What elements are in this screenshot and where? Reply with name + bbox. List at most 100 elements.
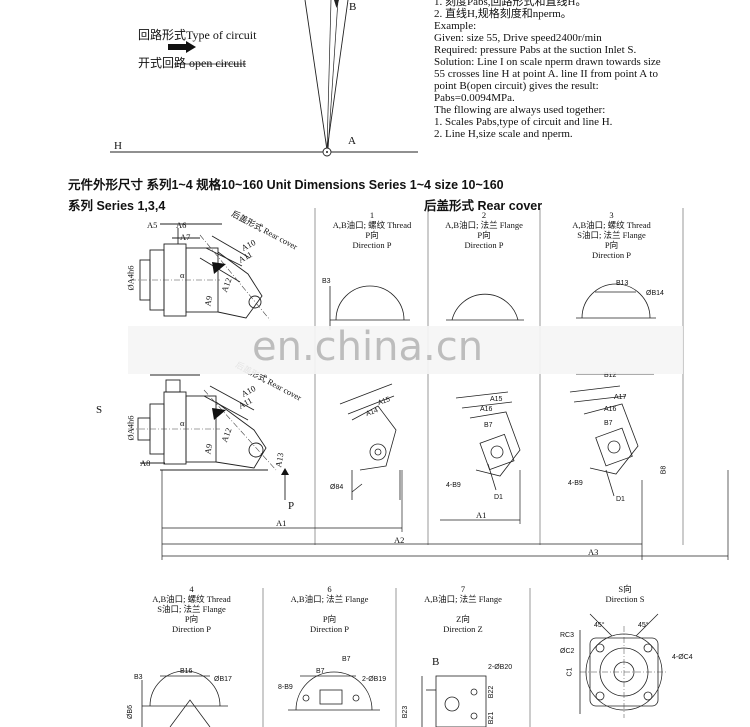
dim-label: A17 [614, 394, 627, 401]
panel-direction-en: Direction S [605, 594, 645, 604]
type-of-circuit-label: 回路形式Type of circuit [138, 28, 257, 42]
point-b-label: B [349, 1, 357, 13]
line-h-label: H [114, 140, 122, 152]
panel-direction: Z向 [456, 614, 470, 624]
dim-a4h6: ØA4h6 [125, 265, 136, 291]
series-label: 系列 Series 1,3,4 [68, 199, 166, 213]
dim-label: B3 [134, 674, 143, 681]
note-line: point B(open circuit) gives the result: [434, 80, 599, 92]
dim-a5: A5 [147, 220, 158, 230]
dim-a1: A1 [276, 518, 287, 528]
notes-block: 1. 刻度Pabs,回路形式和直线H。 2. 直线H,规格刻度和nperm。 E… [434, 0, 744, 140]
dim-label: B16 [180, 668, 193, 675]
dim-label: B7 [342, 656, 351, 663]
panel-direction-en: Direction P [352, 240, 392, 250]
watermark-band [128, 326, 683, 374]
panel-direction: S向 [618, 584, 632, 594]
angle-alpha: α [180, 418, 185, 428]
angle-alpha: α [180, 270, 185, 280]
panel-port-line: A,B油口; 法兰 Flange [424, 594, 502, 604]
note-line: 2. Line H,size scale and nperm. [434, 128, 573, 140]
panel-6-header: 6 A,B油口; 法兰 Flange P向 Direction P [263, 584, 396, 634]
dim-label: B21 [488, 711, 496, 725]
panel-port-line: A,B油口; 法兰 Flange [290, 594, 369, 604]
dim-label: B22 [488, 685, 496, 699]
note-line: 1. 刻度Pabs,回路形式和直线H。 [434, 0, 587, 8]
note-line: Given: size 55, Drive speed2400r/min [434, 32, 602, 44]
dim-label: B7 [316, 668, 325, 675]
panel-2-header: 2 A,B油口; 法兰 Flange P向 Direction P [428, 210, 540, 250]
dim-label: ØB14 [646, 290, 664, 297]
panel-direction-en: Direction P [592, 250, 631, 260]
dim-a3: A3 [588, 547, 599, 557]
panel-direction-en: Direction P [310, 624, 349, 634]
dim-a1-rear: A1 [476, 510, 487, 520]
dim-label: 4-B9 [568, 480, 583, 487]
rear-cover-heading: 后盖形式 Rear cover [424, 199, 543, 213]
dim-label: 2-ØB19 [362, 676, 387, 683]
dim-label: B13 [616, 280, 629, 287]
panel-port-line: A,B油口; 螺纹 Thread [572, 220, 651, 230]
panel-7-header: 7 A,B油口; 法兰 Flange Z向 Direction Z [396, 584, 530, 634]
dim-label: B7 [604, 420, 613, 427]
dim-label: D1 [616, 496, 625, 503]
dim-label: 2-ØB20 [488, 664, 513, 671]
panel-number: 7 [460, 584, 466, 594]
dim-label: 45° [638, 622, 649, 629]
panel-number: 1 [369, 210, 375, 220]
note-line: 2. 直线H,规格刻度和nperm。 [434, 8, 572, 20]
note-line: Solution: Line I on scale nperm drawn to… [434, 56, 661, 68]
panel-port-line: A,B油口; 螺纹 Thread [152, 594, 231, 604]
dim-a2: A2 [394, 535, 405, 545]
dim-a4h6: ØA4h6 [125, 415, 136, 441]
panel-direction-en: Direction P [464, 240, 504, 250]
panel-number: 6 [327, 584, 332, 594]
dim-label: 8-B9 [278, 684, 293, 691]
direction-p-label: P [288, 500, 295, 512]
open-circuit-label: 开式回路 open circuit [138, 56, 246, 70]
panel-number: 2 [481, 210, 487, 220]
panel-s-header: S向 Direction S [560, 584, 690, 604]
port-s-label: S [96, 404, 103, 416]
panel-port-line2 [396, 604, 530, 614]
panel-direction: P向 [604, 240, 619, 250]
dim-label: B12 [604, 372, 617, 379]
dim-a8: A8 [140, 458, 151, 468]
note-line: 55 crosses line H at point A. line II fr… [434, 68, 658, 80]
panel-1-header: 1 A,B油口; 螺纹 Thread P向 Direction P [316, 210, 428, 250]
dim-label: RC3 [560, 632, 575, 639]
section-title: 元件外形尺寸 系列1~4 规格10~160 Unit Dimensions Se… [68, 178, 504, 192]
dim-label: 45° [594, 622, 605, 629]
panel-port-line: A,B油口; 法兰 Flange [445, 220, 523, 230]
panel-port-line: A,B油口; 螺纹 Thread [332, 220, 412, 230]
panel-number: 3 [609, 210, 614, 220]
panel-4-header: 4 A,B油口; 螺纹 Thread S油口; 法兰 Flange P向 Dir… [120, 584, 263, 634]
panel-direction-en: Direction P [172, 624, 211, 634]
panel-direction-en: Direction Z [443, 624, 483, 634]
dim-label: Ø84 [330, 484, 344, 491]
note-line: 1. Scales Pabs,type of circuit and line … [434, 116, 613, 128]
panel-direction: P向 [365, 230, 379, 240]
dim-label: A15 [490, 396, 503, 403]
dim-a9: A9 [202, 443, 215, 455]
dim-label: B [432, 656, 440, 668]
dim-label: ØB6 [127, 704, 135, 720]
dim-a7: A7 [180, 232, 191, 242]
panel-port-line2: S油口; 法兰 Flange [577, 230, 646, 240]
dim-label: B3 [322, 278, 331, 285]
dim-label: D1 [494, 494, 503, 501]
panel-3-header: 3 A,B油口; 螺纹 Thread S油口; 法兰 Flange P向 Dir… [540, 210, 683, 260]
note-line: Pabs=0.0094MPa. [434, 92, 515, 104]
dim-a9: A9 [202, 295, 215, 307]
note-line: The fllowing are always used together: [434, 104, 606, 116]
dim-label: A16 [480, 406, 493, 413]
point-a-label: A [348, 135, 356, 147]
panel-number: 4 [189, 584, 194, 594]
dim-label: B7 [484, 422, 493, 429]
dim-label: 4-B9 [446, 482, 461, 489]
note-line: Example: [434, 20, 477, 32]
panel-direction: P向 [322, 614, 337, 624]
dim-label: B8 [660, 465, 668, 475]
panel-port-line2 [263, 604, 396, 614]
